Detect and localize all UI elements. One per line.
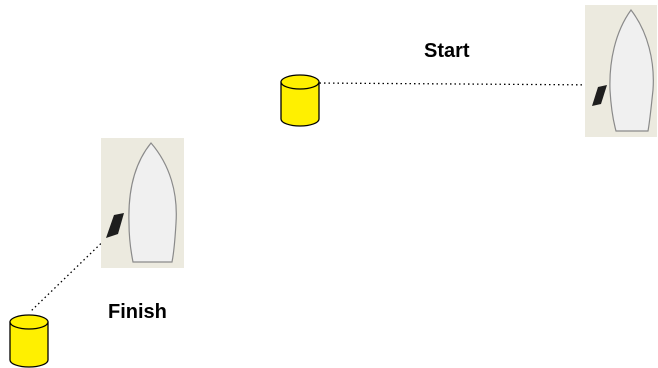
start-line (314, 82, 606, 86)
start-boat-icon (585, 5, 657, 137)
finish-flag-icon (106, 213, 124, 238)
start-boat-hull (609, 8, 654, 132)
start-label: Start (424, 40, 470, 62)
start-flag-icon (592, 85, 607, 106)
finish-boat-hull (128, 142, 177, 263)
start-buoy-icon (280, 74, 320, 127)
finish-boat-icon (101, 138, 184, 268)
finish-label: Finish (108, 301, 167, 323)
finish-buoy-icon (9, 314, 49, 368)
